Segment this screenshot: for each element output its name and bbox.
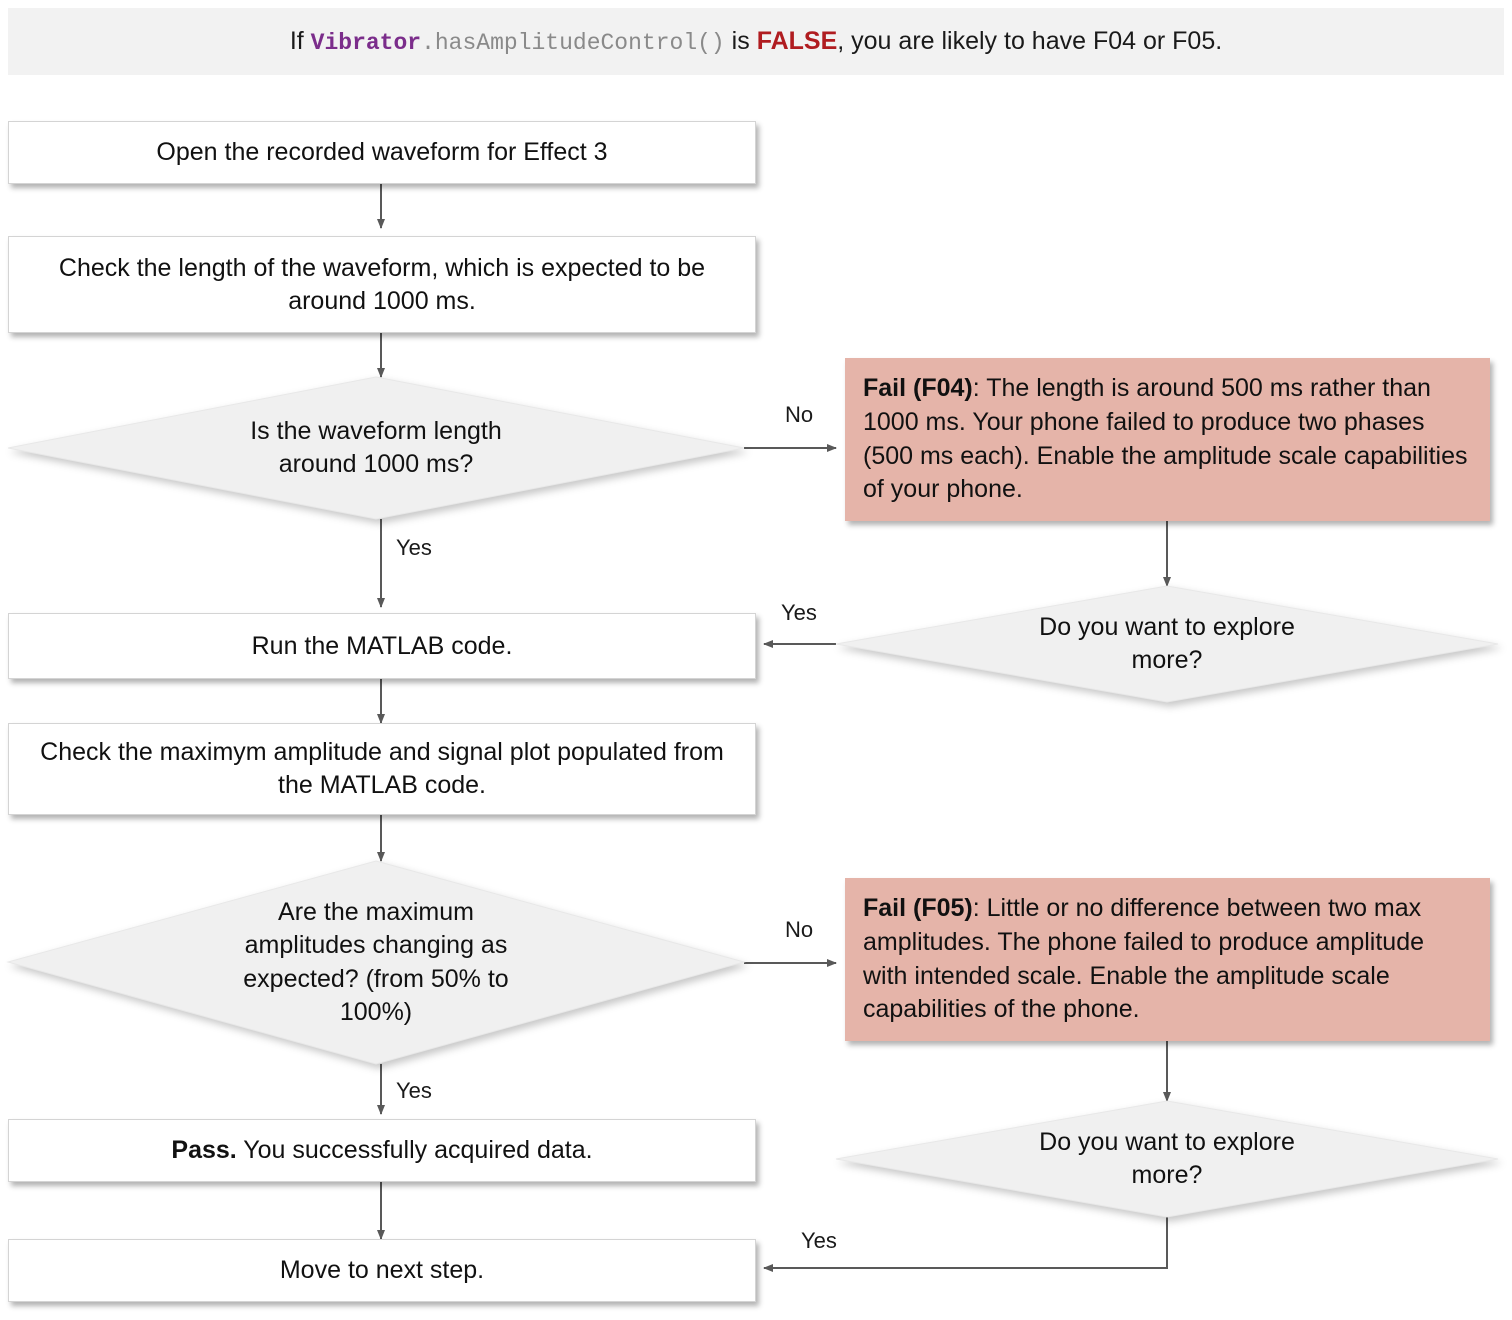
banner-method-token: .hasAmplitudeControl() — [421, 30, 725, 56]
edge-label-amplitude-yes: Yes — [396, 1078, 432, 1103]
edge-label-length-no: No — [785, 402, 814, 427]
decision-shape — [6, 860, 746, 1065]
node-run-matlab-label: Run the MATLAB code. — [251, 631, 513, 660]
node-fail-f04-label: Fail (F04) — [863, 374, 973, 402]
decision-shape — [835, 1100, 1499, 1218]
node-fail-f05-sep: : — [972, 894, 987, 922]
banner-prefix: If — [289, 27, 311, 55]
node-fail-f05-body: Little or no difference between two max … — [863, 894, 1425, 1024]
edge-label-amplitude-no: No — [785, 917, 814, 942]
banner-false-token: FALSE — [756, 27, 838, 55]
node-decision-waveform-length[interactable]: Is the waveform length around 1000 ms? — [7, 376, 745, 520]
banner-class-token: Vibrator — [310, 30, 422, 56]
node-open-waveform[interactable]: Open the recorded waveform for Effect 3 — [8, 121, 756, 184]
node-fail-f04-sep: : — [972, 374, 987, 402]
banner-mid: is — [724, 27, 757, 55]
node-fail-f05-label: Fail (F05) — [863, 894, 973, 922]
node-check-amplitude[interactable]: Check the maximym amplitude and signal p… — [8, 723, 756, 815]
node-pass-body: You successfully acquired data. — [236, 1136, 593, 1164]
edge-label-length-yes: Yes — [396, 535, 432, 560]
node-pass-label: Pass. — [171, 1136, 237, 1164]
node-fail-f04[interactable]: Fail (F04): The length is around 500 ms … — [845, 358, 1490, 521]
node-decision-explore-bottom[interactable]: Do you want to explore more? — [835, 1100, 1499, 1218]
node-check-amplitude-label: Check the maximym amplitude and signal p… — [40, 738, 724, 799]
node-run-matlab[interactable]: Run the MATLAB code. — [8, 613, 756, 679]
decision-shape — [7, 376, 745, 520]
node-check-length-label: Check the length of the waveform, which … — [58, 253, 706, 315]
edge-label-explore-bottom-yes: Yes — [801, 1228, 837, 1253]
condition-banner-text: If Vibrator.hasAmplitudeControl() is FAL… — [290, 27, 1222, 56]
condition-banner: If Vibrator.hasAmplitudeControl() is FAL… — [8, 8, 1504, 75]
node-next-step-label: Move to next step. — [279, 1256, 485, 1284]
node-decision-amplitude[interactable]: Are the maximum amplitudes changing as e… — [6, 860, 746, 1065]
node-fail-f05[interactable]: Fail (F05): Little or no difference betw… — [845, 878, 1490, 1041]
node-decision-explore-top[interactable]: Do you want to explore more? — [835, 585, 1499, 703]
decision-shape — [835, 585, 1499, 703]
node-pass[interactable]: Pass. You successfully acquired data. — [8, 1119, 756, 1182]
banner-suffix: , you are likely to have F04 or F05. — [837, 27, 1223, 55]
edge-label-explore-top-yes: Yes — [781, 600, 817, 625]
node-next-step[interactable]: Move to next step. — [8, 1239, 756, 1302]
node-fail-f04-body: The length is around 500 ms rather than … — [863, 374, 1468, 504]
node-check-length[interactable]: Check the length of the waveform, which … — [8, 236, 756, 333]
node-open-waveform-label: Open the recorded waveform for Effect 3 — [156, 138, 608, 166]
